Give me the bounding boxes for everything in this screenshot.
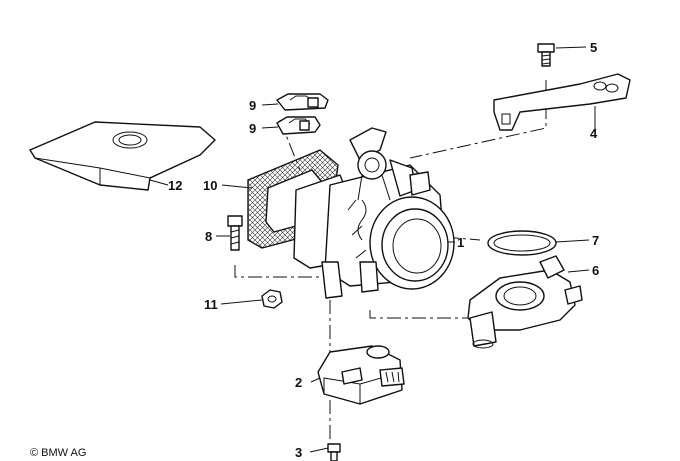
- callout-1: 1: [457, 235, 464, 250]
- callout-7: 7: [592, 233, 599, 248]
- part-6-housing: [467, 255, 583, 349]
- part-11-nut: [261, 289, 283, 309]
- callout-9-upper: 9: [249, 98, 256, 113]
- part-9-upper-bracket: [276, 93, 329, 111]
- callout-5: 5: [590, 40, 597, 55]
- callout-labels: 1 2 3 4 5 6 7 8 9 9 10 11 12: [168, 40, 599, 460]
- part-1-throttle-body: [293, 127, 455, 299]
- part-2-sensor: [317, 345, 405, 405]
- callout-8: 8: [205, 229, 212, 244]
- part-4-bracket: [493, 73, 631, 131]
- callout-9-lower: 9: [249, 121, 256, 136]
- leader-lines: [149, 46, 596, 453]
- part-5-bolt: [537, 43, 555, 67]
- callout-4: 4: [590, 126, 598, 141]
- part-8-bolt: [227, 215, 243, 251]
- part-9-lower-bracket: [276, 116, 321, 135]
- copyright-text: © BMW AG: [30, 447, 86, 459]
- part-12-cover: [29, 121, 216, 191]
- callout-6: 6: [592, 263, 599, 278]
- callout-10: 10: [203, 178, 217, 193]
- part-7-o-ring: [487, 230, 557, 256]
- callout-12: 12: [168, 178, 182, 193]
- callout-11: 11: [204, 297, 218, 312]
- part-3-screw: [327, 443, 341, 461]
- callout-2: 2: [295, 375, 302, 390]
- callout-3: 3: [295, 445, 302, 460]
